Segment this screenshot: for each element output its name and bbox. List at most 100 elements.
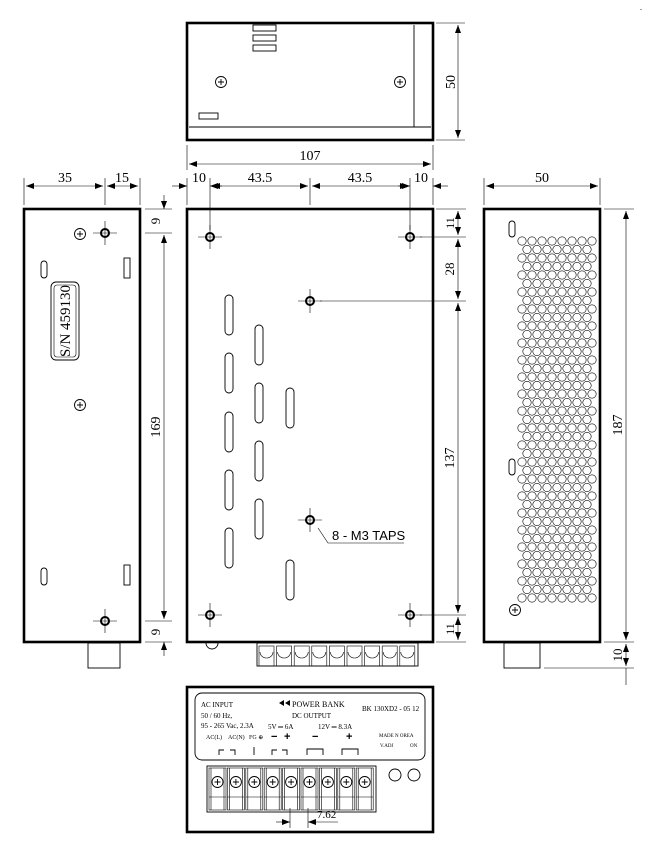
vent-hole — [577, 423, 587, 433]
vent-hole — [532, 414, 542, 424]
vent-hole — [517, 576, 527, 586]
vent-hole — [587, 355, 597, 365]
vent-hole — [557, 457, 567, 467]
vent-hole — [562, 261, 572, 271]
vent-hole — [582, 516, 592, 526]
tap-hole-icon — [298, 508, 322, 532]
front-view: AC INPUT 50 / 60 Hz, 95 - 265 Vac, 2.3A … — [185, 685, 435, 834]
vent-hole — [542, 245, 552, 255]
vent-hole — [547, 474, 557, 484]
vent-hole — [527, 304, 537, 314]
vent-hole — [527, 338, 537, 348]
vent-hole — [587, 389, 597, 399]
voltage-label: 95 - 265 Vac, 2.3A — [201, 722, 254, 730]
vent-hole — [527, 406, 537, 416]
vent-hole — [542, 567, 552, 577]
vent-hole — [552, 261, 562, 271]
front-view-outline — [185, 685, 435, 834]
left-side-view: 35 15 S/N 459130 9 169 9 — [22, 171, 172, 669]
brand-name: POWER BANK — [292, 700, 345, 709]
vent-hole — [557, 372, 567, 382]
vent-hole — [567, 542, 577, 552]
vent-hole — [562, 312, 572, 322]
terminal-cell — [311, 645, 328, 667]
vent-hole — [537, 474, 547, 484]
vent-hole — [572, 567, 582, 577]
terminal-screw-slot — [361, 779, 368, 785]
vent-hole — [522, 431, 532, 441]
vent-hole — [542, 346, 552, 356]
vent-hole — [517, 355, 527, 365]
terminal-protrusion — [87, 642, 121, 669]
vent-hole — [552, 414, 562, 424]
terminal-block-body — [256, 642, 419, 667]
vent-hole — [552, 533, 562, 543]
vent-hole — [522, 278, 532, 288]
vent-hole — [532, 567, 542, 577]
vent-hole — [562, 550, 572, 560]
dim-main-mid1: 43.5 — [248, 171, 273, 186]
vent-hole — [567, 236, 577, 246]
vent-hole — [582, 245, 592, 255]
vent-hole — [572, 278, 582, 288]
vent-hole — [567, 389, 577, 399]
vent-hole — [547, 593, 557, 603]
vent-hole — [582, 533, 592, 543]
terminal-screw-arc — [277, 651, 291, 659]
vent-hole — [547, 287, 557, 297]
screw-cross — [218, 79, 224, 85]
screw-head — [394, 76, 406, 88]
slot — [123, 257, 131, 279]
vent-hole — [537, 338, 547, 348]
vent-hole — [567, 559, 577, 569]
vent-hole — [542, 329, 552, 339]
vent-hole — [527, 576, 537, 586]
terminal-screw-icon — [340, 776, 353, 788]
vent-hole — [517, 508, 527, 518]
terminal-divider — [227, 768, 245, 810]
vent-hole — [537, 542, 547, 552]
center-line — [298, 508, 322, 532]
terminal-screw-slot — [269, 779, 276, 785]
vent-hole — [537, 593, 547, 603]
vent-hole — [562, 295, 572, 305]
vent-hole — [562, 414, 572, 424]
vent-hole — [557, 576, 567, 586]
vadj-potentiometer[interactable] — [388, 768, 402, 782]
vent-hole — [522, 380, 532, 390]
vent-hole — [577, 457, 587, 467]
terminal-screw-icon — [303, 776, 316, 788]
serial-label-frame — [50, 281, 80, 361]
vent-hole — [557, 304, 567, 314]
dim-left-mid: 169 — [149, 417, 164, 438]
vent-hole — [577, 355, 587, 365]
vent-slot — [252, 24, 277, 32]
vent-hole — [577, 508, 587, 518]
terminal-cell — [208, 767, 227, 811]
terminal-block-front — [206, 765, 377, 813]
screw-cross — [77, 231, 83, 237]
vent-slot — [224, 469, 234, 511]
dim-main-mid2: 43.5 — [348, 171, 373, 186]
vent-hole — [562, 380, 572, 390]
vent-hole — [547, 525, 557, 535]
vent-hole — [582, 448, 592, 458]
vent-hole — [522, 567, 532, 577]
vent-hole — [527, 440, 537, 450]
screw-icon — [74, 399, 86, 411]
vent-hole — [562, 516, 572, 526]
vent-hole — [532, 448, 542, 458]
vent-hole — [577, 406, 587, 416]
vent-hole — [557, 542, 567, 552]
hole — [100, 616, 110, 626]
terminal-screw-icon — [285, 776, 298, 788]
terminal-screw-icon — [229, 776, 242, 788]
dim-left-top: 9 — [148, 218, 163, 225]
terminal-cell — [381, 645, 398, 667]
center-line — [298, 289, 322, 313]
hole — [305, 296, 315, 306]
terminal-cell — [245, 767, 264, 811]
dim-right-bottom: 10 — [610, 649, 625, 662]
